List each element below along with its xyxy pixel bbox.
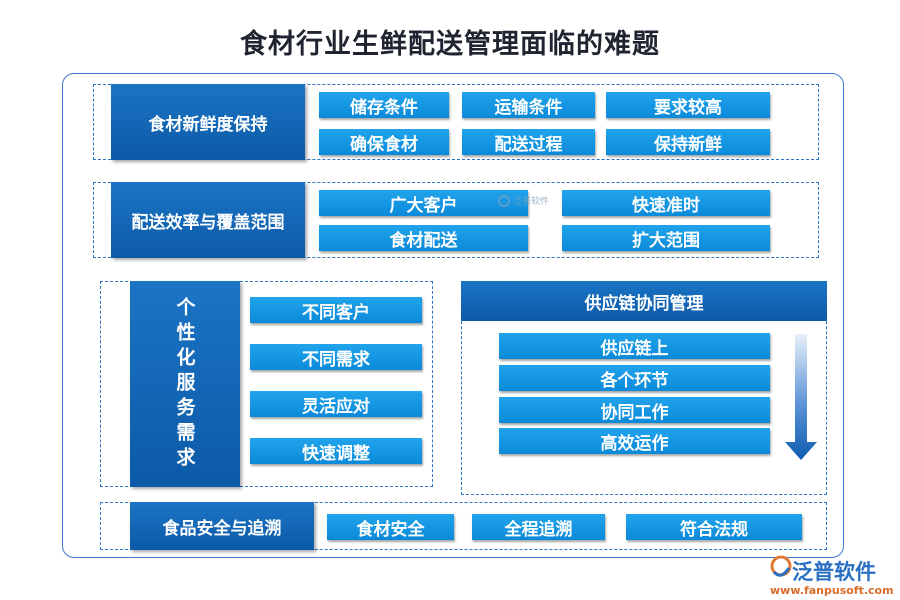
down-arrow-icon xyxy=(785,334,817,460)
freshness-item: 确保食材 xyxy=(319,129,449,155)
efficiency-item: 广大客户 xyxy=(319,190,528,216)
efficiency-item: 扩大范围 xyxy=(562,225,770,251)
supply-chain-item: 供应链上 xyxy=(499,333,770,359)
logo-url: www.fanpusoft.com xyxy=(770,584,894,597)
safety-header: 食品安全与追溯 xyxy=(130,502,314,550)
efficiency-item: 食材配送 xyxy=(319,225,528,251)
personalized-item: 灵活应对 xyxy=(250,391,422,417)
freshness-header: 食材新鲜度保持 xyxy=(111,84,305,160)
freshness-item: 要求较高 xyxy=(606,92,770,118)
personalized-item: 不同需求 xyxy=(250,344,422,370)
supply-chain-item: 协同工作 xyxy=(499,397,770,423)
logo-name: 泛普软件 xyxy=(792,560,876,584)
supply-chain-header: 供应链协同管理 xyxy=(461,281,827,321)
watermark-logo-icon xyxy=(498,194,510,207)
fanpu-logo-icon xyxy=(770,555,792,577)
personalized-section xyxy=(100,281,433,487)
freshness-item: 配送过程 xyxy=(462,129,595,155)
personalized-header: 个性化服务需求 xyxy=(130,281,240,487)
safety-item: 符合法规 xyxy=(626,514,802,540)
efficiency-item: 快速准时 xyxy=(562,190,770,216)
diagram-title: 食材行业生鲜配送管理面临的难题 xyxy=(240,29,660,60)
safety-item: 全程追溯 xyxy=(472,514,605,540)
safety-item: 食材安全 xyxy=(327,514,454,540)
freshness-item: 运输条件 xyxy=(462,92,595,118)
personalized-item: 快速调整 xyxy=(250,438,422,464)
personalized-item: 不同客户 xyxy=(250,297,422,323)
efficiency-section xyxy=(93,182,819,258)
watermark-text: 泛普软件 xyxy=(513,197,550,207)
freshness-item: 储存条件 xyxy=(319,92,449,118)
freshness-section xyxy=(93,84,819,160)
outer-frame xyxy=(62,73,844,558)
freshness-item: 保持新鲜 xyxy=(606,129,770,155)
safety-section xyxy=(100,502,827,550)
supply-chain-item: 高效运作 xyxy=(499,428,770,454)
efficiency-header: 配送效率与覆盖范围 xyxy=(111,182,305,258)
supply-chain-item: 各个环节 xyxy=(499,365,770,391)
watermark: 泛普软件 xyxy=(498,194,549,207)
